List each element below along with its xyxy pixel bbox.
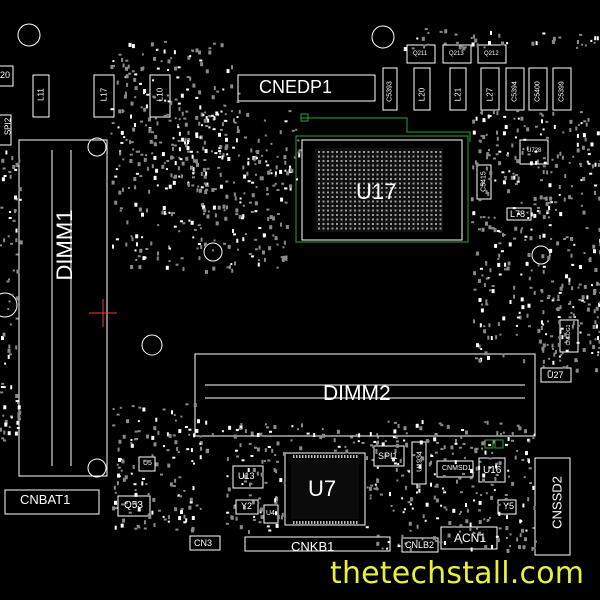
u17-green-keepout [295,135,469,243]
label-u7: U7 [308,476,337,501]
label-cnedp1: CNEDP1 [259,77,333,97]
label-q213: Q213 [449,51,464,57]
u7-outline [284,452,366,526]
label-q211: Q211 [413,51,428,57]
label-l17: L17 [99,87,109,102]
label-cnmsd1: CNMSD1 [442,465,472,472]
label-u1934: U1934 [416,451,424,472]
mount-hole-top-left [17,23,41,47]
cn3-outline [189,535,221,551]
u13-outline [232,465,264,489]
label-u13: U13 [238,471,255,481]
label-y5: Y5 [503,501,515,511]
u16-outline [478,457,506,483]
mount-hole-dimm1-bottom [87,458,107,478]
label-u728: U728 [527,148,542,154]
label-spi1: SPI1 [378,451,398,461]
label-u5: U5 [143,460,152,467]
spi1-outline [373,445,405,467]
mount-hole-dimm1-top [87,137,107,157]
dimm2-slot-outline [194,353,536,437]
mount-hole-left-edge [0,292,18,318]
u27-outline [540,367,572,383]
label-y2: Y2 [241,501,253,511]
label-acn1: ACN1 [454,531,487,545]
label-cnkb1: CNKB1 [291,539,335,554]
label-u16: U16 [483,465,502,476]
label-u4: U4 [266,510,275,517]
label-cn3: CN3 [194,538,213,548]
mount-hole-top-right [371,25,395,49]
cnedp1-outline [237,74,376,102]
label-cnlb2: CNLB2 [405,540,435,550]
cnlb2-outline [401,537,439,553]
cnkb1-outline [244,536,391,552]
label-20: 20 [0,70,11,80]
label-l78: L78 [510,209,526,219]
q53-outline [117,495,151,517]
label-cnedg1: CNEDG1 [566,324,572,346]
label-c5400: C5400 [534,81,542,102]
label-c5394: C5394 [511,81,519,102]
label-spi2: SPI2 [3,117,13,136]
label-l11: L11 [36,88,46,101]
u728-outline [519,139,549,165]
crosshair-cursor [89,299,117,327]
label-c5415: C5415 [480,171,488,192]
label-l27: L27 [485,87,495,102]
label-u17: U17 [356,179,397,204]
mount-hole-center-left [141,334,163,356]
label-q212: Q212 [484,51,499,57]
label-cnbat1: CNBAT1 [20,492,71,507]
label-u27: U27 [547,370,564,380]
label-dimm1: DIMM1 [52,209,77,281]
dimm1-slot-outline [18,139,108,477]
watermark-text: thetechstall.com [330,556,585,591]
label-dimm2: DIMM2 [323,382,391,405]
label-q53: Q53 [124,500,143,511]
label-c5393: C5393 [386,81,394,102]
label-l20: L20 [417,87,427,102]
label-c5399: C5399 [558,81,566,102]
u17-package-outline [301,139,463,241]
label-cnssd2: CNSSD2 [549,476,565,529]
label-l10: L10 [155,87,165,102]
label-l21: L21 [453,87,463,102]
cnbat1-outline [4,489,100,515]
